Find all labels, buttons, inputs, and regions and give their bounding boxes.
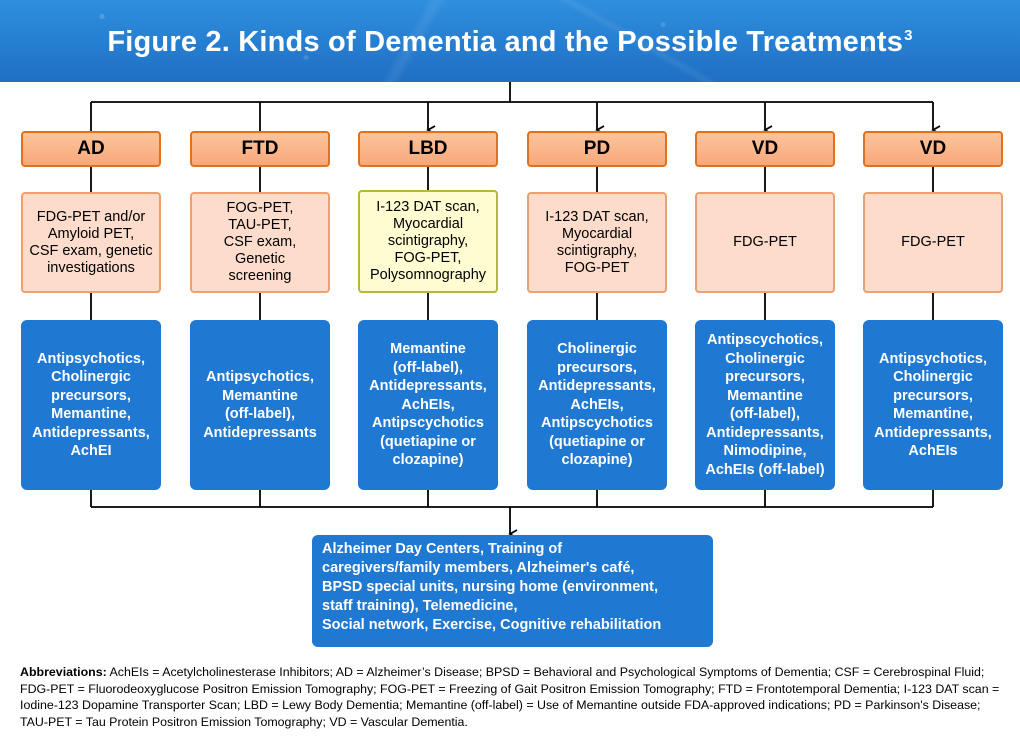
treatments-vd-1: Antipscychotics, Cholinergic precursors,… (695, 320, 835, 490)
treatments-pd: Cholinergic precursors, Antidepressants,… (527, 320, 667, 490)
treatments-vd-2: Antipsychotics, Cholinergic precursors, … (863, 320, 1003, 490)
dementia-type-ftd: FTD (190, 131, 330, 167)
figure-header: Figure 2. Kinds of Dementia and the Poss… (0, 0, 1020, 82)
treatments-ftd: Antipsychotics, Memantine (off-label), A… (190, 320, 330, 490)
dementia-type-vd-2: VD (863, 131, 1003, 167)
common-care-line: caregivers/family members, Alzheimer's c… (322, 560, 635, 576)
abbreviations-footnote: Abbreviations: AchEIs = Acetylcholineste… (20, 664, 1005, 730)
common-care-line: BPSD special units, nursing home (enviro… (322, 579, 658, 595)
dementia-type-lbd: LBD (358, 131, 498, 167)
common-care-box: Alzheimer Day Centers, Training of careg… (312, 535, 713, 647)
diagnostics-pd: I-123 DAT scan, Myocardial scintigraphy,… (527, 192, 667, 293)
diagnostics-ftd: FOG-PET, TAU-PET, CSF exam, Genetic scre… (190, 192, 330, 293)
treatments-ad: Antipsychotics, Cholinergic precursors, … (21, 320, 161, 490)
common-care-line: staff training), Telemedicine, (322, 598, 518, 614)
dementia-type-ad: AD (21, 131, 161, 167)
treatments-lbd: Memantine (off-label), Antidepressants, … (358, 320, 498, 490)
figure-title: Figure 2. Kinds of Dementia and the Poss… (0, 26, 1020, 59)
diagnostics-ad: FDG-PET and/or Amyloid PET, CSF exam, ge… (21, 192, 161, 293)
figure-title-text: Figure 2. Kinds of Dementia and the Poss… (107, 26, 904, 58)
common-care-line: Social network, Exercise, Cognitive reha… (322, 617, 662, 633)
diagnostics-vd-1: FDG-PET (695, 192, 835, 293)
diagnostics-vd-2: FDG-PET (863, 192, 1003, 293)
diagnostics-lbd: I-123 DAT scan, Myocardial scintigraphy,… (358, 190, 498, 293)
dementia-type-pd: PD (527, 131, 667, 167)
title-reference-superscript: 3 (904, 27, 913, 45)
abbreviations-text: AchEIs = Acetylcholinesterase Inhibitors… (20, 665, 1000, 729)
dementia-type-vd-1: VD (695, 131, 835, 167)
abbreviations-label: Abbreviations: (20, 665, 107, 679)
common-care-line: Alzheimer Day Centers, Training of (322, 541, 563, 557)
